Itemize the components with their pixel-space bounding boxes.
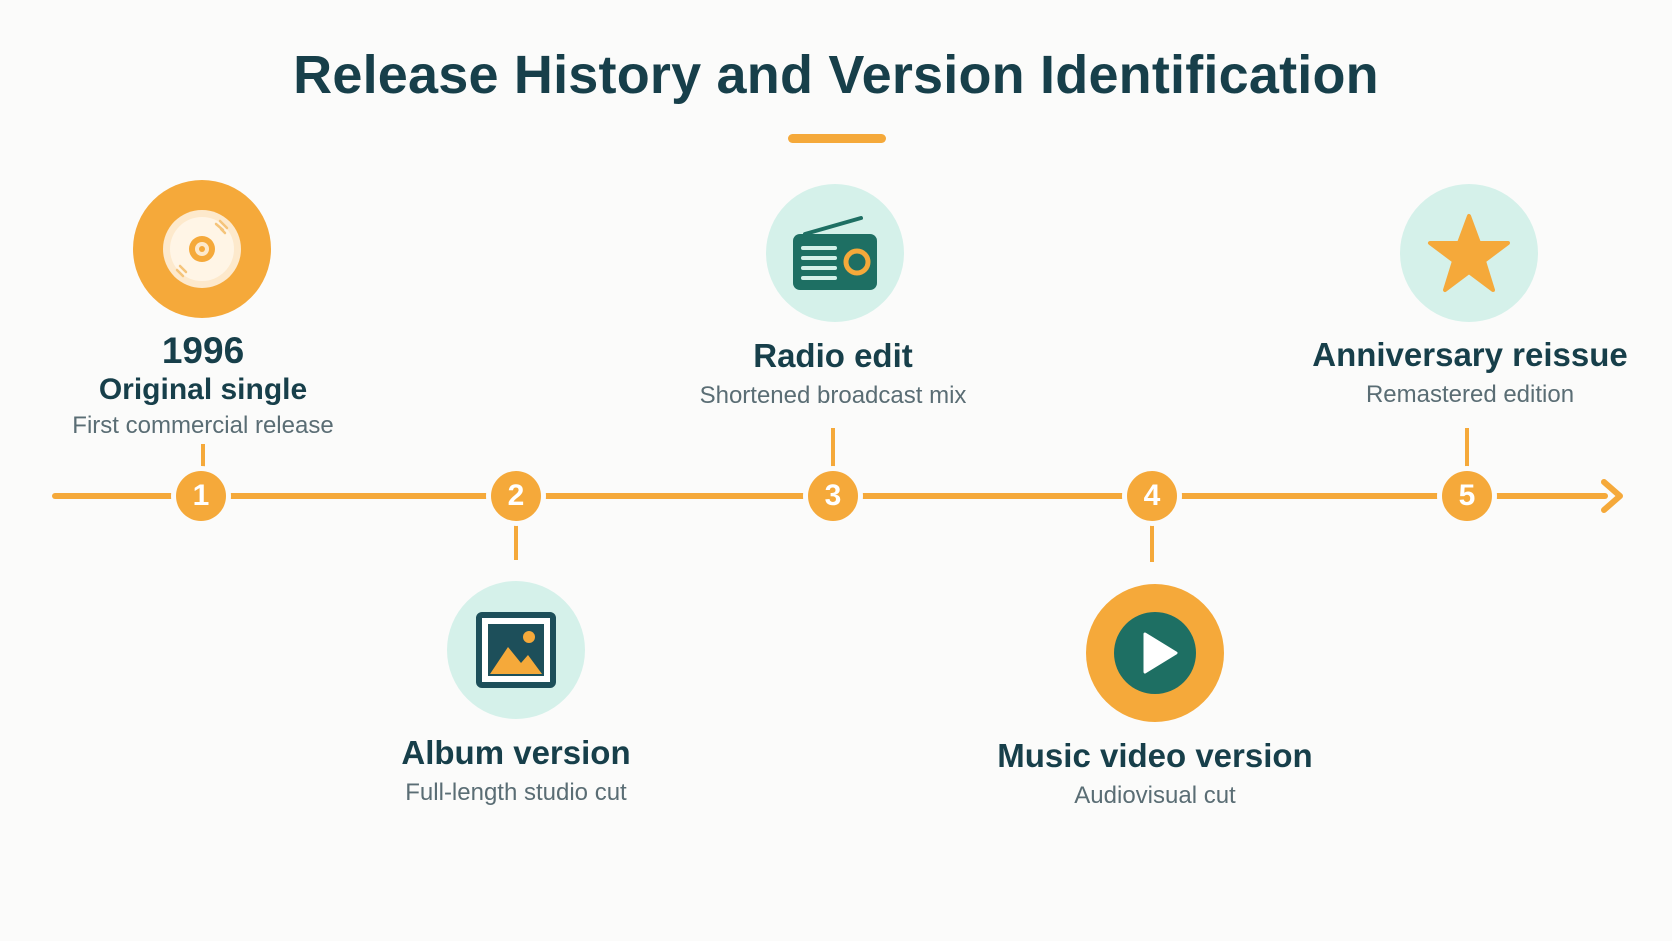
milestone-2-description: Full-length studio cut bbox=[405, 779, 627, 806]
star-icon bbox=[1428, 214, 1510, 292]
milestone-1-marker: 1 bbox=[176, 471, 226, 521]
milestone-4-icon-circle bbox=[1086, 584, 1224, 722]
milestone-5-title: Anniversary reissue bbox=[1312, 336, 1628, 373]
milestone-4-marker: 4 bbox=[1127, 471, 1177, 521]
milestone-1-year: 1996 bbox=[161, 330, 245, 371]
radio-icon bbox=[793, 216, 877, 290]
play-button-icon bbox=[1114, 612, 1196, 694]
milestone-1-title: Original single bbox=[98, 373, 308, 406]
milestone-5-stem bbox=[1465, 428, 1469, 474]
milestone-4-description: Audiovisual cut bbox=[1074, 782, 1236, 809]
milestone-4-title: Music video version bbox=[997, 737, 1313, 774]
milestone-2-label: Album version Full-length studio cut bbox=[296, 733, 736, 809]
picture-frame-icon bbox=[476, 612, 556, 688]
milestone-2-icon-circle bbox=[447, 581, 585, 719]
milestone-4-stem bbox=[1150, 516, 1154, 562]
milestone-1-icon-circle bbox=[133, 180, 271, 318]
cd-disc-icon bbox=[163, 210, 241, 288]
milestone-5-marker: 5 bbox=[1442, 471, 1492, 521]
milestone-1-stem bbox=[201, 444, 205, 474]
milestone-4-label: Music video version Audiovisual cut bbox=[935, 736, 1375, 812]
milestone-5-label: Anniversary reissue Remastered edition bbox=[1250, 335, 1672, 411]
milestone-1-description: First commercial release bbox=[72, 412, 334, 439]
page-title: Release History and Version Identificati… bbox=[293, 45, 1379, 105]
milestone-1-label: 1996 Original single First commercial re… bbox=[0, 330, 423, 442]
milestone-3-label: Radio edit Shortened broadcast mix bbox=[613, 336, 1053, 412]
milestone-3-description: Shortened broadcast mix bbox=[699, 382, 967, 409]
milestone-3-icon-circle bbox=[766, 184, 904, 322]
title-underline bbox=[788, 134, 886, 143]
milestone-2-stem bbox=[514, 516, 518, 560]
milestone-3-title: Radio edit bbox=[753, 337, 913, 374]
milestone-2-title: Album version bbox=[401, 734, 631, 771]
milestone-5-description: Remastered edition bbox=[1365, 381, 1575, 408]
milestone-3-stem bbox=[831, 428, 835, 474]
milestone-5-icon-circle bbox=[1400, 184, 1538, 322]
milestone-3-marker: 3 bbox=[808, 471, 858, 521]
milestone-2-marker: 2 bbox=[491, 471, 541, 521]
timeline-arrowhead-icon bbox=[1601, 479, 1623, 513]
